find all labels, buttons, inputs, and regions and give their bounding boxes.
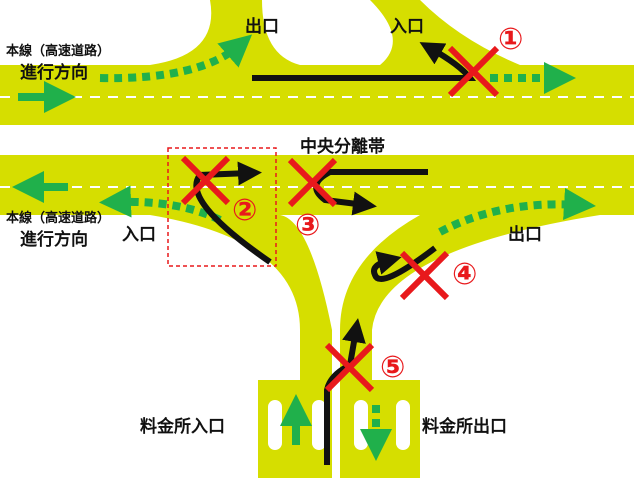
prohibition-number-2: ② bbox=[232, 193, 258, 228]
prohibition-number-1: ① bbox=[498, 22, 524, 57]
prohibition-number-3: ③ bbox=[295, 208, 321, 243]
mainline-bottom-direction: 進行方向 bbox=[20, 230, 88, 250]
exit-ramp-top bbox=[150, 0, 300, 65]
highlight-box bbox=[167, 147, 277, 267]
mainline-top-direction: 進行方向 bbox=[20, 63, 88, 83]
toll-entrance-label: 料金所入口 bbox=[140, 417, 225, 437]
entrance-ramp-left bbox=[150, 215, 332, 478]
toll-islands bbox=[268, 400, 410, 450]
mainline-top-label: 本線（高速道路） bbox=[6, 44, 111, 59]
prohibition-number-4: ④ bbox=[452, 257, 478, 292]
green-flow-arrows bbox=[12, 34, 596, 461]
exit-right-label: 出口 bbox=[508, 225, 542, 245]
lane-markings bbox=[0, 96, 634, 188]
entrance-left-label: 入口 bbox=[122, 225, 156, 245]
exit-top-label: 出口 bbox=[245, 17, 279, 37]
median-label: 中央分離帯 bbox=[300, 137, 385, 157]
mainline-bottom-label: 本線（高速道路） bbox=[6, 211, 111, 226]
prohibition-number-5: ⑤ bbox=[380, 350, 406, 385]
entrance-ramp-top bbox=[370, 0, 520, 65]
entrance-top-label: 入口 bbox=[390, 17, 424, 37]
prohibition-crosses bbox=[180, 45, 500, 393]
toll-exit-label: 料金所出口 bbox=[422, 417, 507, 437]
